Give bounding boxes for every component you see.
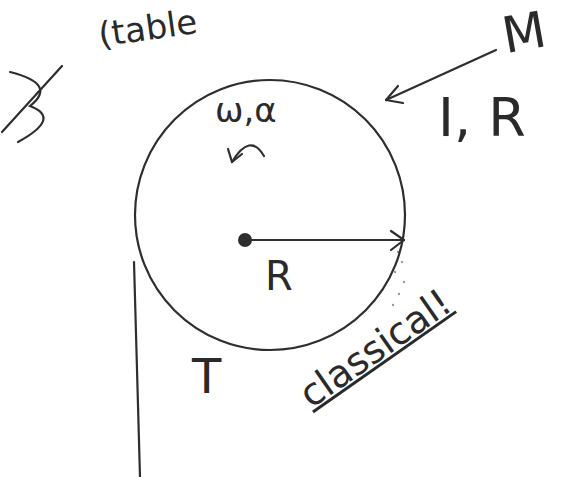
shading-dot bbox=[392, 304, 394, 306]
shading-dot bbox=[403, 281, 405, 283]
sketch-label: classical! bbox=[292, 282, 459, 417]
scribble-slash bbox=[2, 66, 62, 132]
pulley-disk: ω,αR bbox=[133, 78, 407, 352]
sketch-label: M bbox=[498, 3, 550, 65]
shading-dot bbox=[401, 261, 403, 263]
sketch-label: T bbox=[192, 350, 221, 403]
radius-label: R bbox=[265, 254, 293, 298]
radius-line bbox=[245, 239, 404, 241]
scribble-mark bbox=[10, 72, 43, 142]
shading-dot bbox=[398, 293, 400, 295]
pointer-arrowhead bbox=[386, 86, 403, 103]
angular-label: ω,α bbox=[215, 92, 277, 129]
sketch-label: I, R bbox=[438, 88, 526, 147]
shading-dot bbox=[394, 271, 396, 273]
disk-circle bbox=[135, 80, 405, 350]
sketch-label: (table bbox=[96, 3, 200, 54]
rope-line bbox=[134, 262, 140, 477]
axle-dot bbox=[238, 233, 252, 247]
rotation-arrowhead bbox=[228, 149, 242, 162]
